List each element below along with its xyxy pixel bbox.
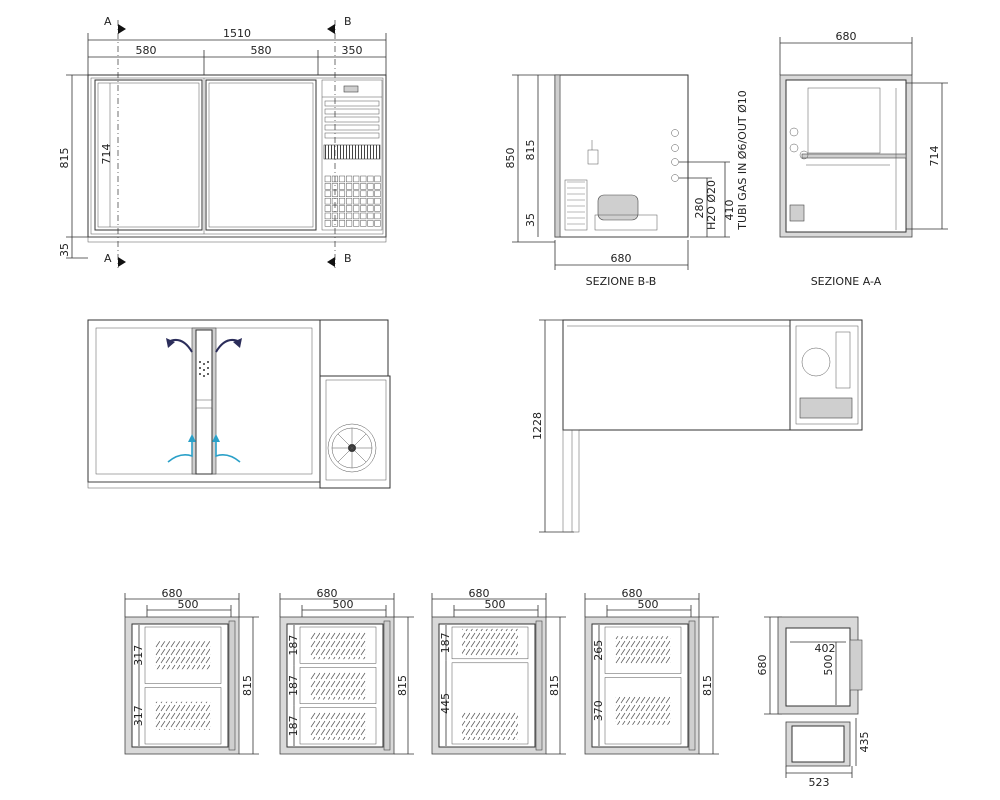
dim-config-inner: 500 — [333, 598, 354, 611]
dim-config-section: 187 — [287, 715, 300, 736]
section-b-b: 850 815 35 280 H2O Ø20 410 TUBI GAS I — [504, 74, 749, 288]
dim-drawer-depth: 680 — [756, 655, 769, 676]
dim-config-outer: 680 — [317, 587, 338, 600]
config-section: 187 — [439, 625, 529, 661]
dim-config-inner: 500 — [638, 598, 659, 611]
dim-drawer-inner-depth: 500 — [822, 655, 835, 676]
config-section: 187 — [287, 705, 377, 746]
dim-config-height: 815 — [396, 675, 409, 696]
config-section: 317 — [132, 685, 222, 746]
dim-config-outer: 680 — [622, 587, 643, 600]
dim-config-section: 187 — [287, 635, 300, 656]
dim-bb-overall: 850 — [504, 148, 517, 169]
dim-config-section: 370 — [592, 700, 605, 721]
dim-config-section: 317 — [132, 705, 145, 726]
config-section: 317 — [132, 625, 222, 686]
config-section: 187 — [287, 625, 377, 666]
dim-config-height: 815 — [548, 675, 561, 696]
section-mark-a-top: A — [104, 15, 112, 28]
dim-config-section: 445 — [439, 693, 452, 714]
dim-config-height: 815 — [241, 675, 254, 696]
dim-drawer-435: 435 — [858, 732, 871, 753]
dim-config-section: 187 — [439, 632, 452, 653]
dim-config-section: 317 — [132, 645, 145, 666]
dim-config-outer: 680 — [469, 587, 490, 600]
dim-aa-door: 714 — [928, 146, 941, 167]
dim-config-section: 265 — [592, 640, 605, 661]
dim-drawer-523: 523 — [809, 776, 830, 789]
dim-total-width: 1510 — [223, 27, 251, 40]
dim-height: 815 — [58, 148, 71, 169]
section-bb-caption: SEZIONE B-B — [586, 275, 657, 288]
dim-plinth: 35 — [58, 243, 71, 257]
config-section: 265 — [592, 625, 682, 676]
dim-config-inner: 500 — [178, 598, 199, 611]
config-section: 370 — [592, 675, 682, 746]
config-section: 445 — [439, 660, 529, 746]
dim-config-inner: 500 — [485, 598, 506, 611]
section-a-a: 680 714 SEZIONE A-A — [779, 30, 948, 288]
dim-door-left: 580 — [136, 44, 157, 57]
dim-drawer-inner-width: 402 — [815, 642, 836, 655]
internal-airflow-view — [87, 319, 391, 489]
dim-door-height: 714 — [100, 144, 113, 165]
dim-pipe-280: 280 — [693, 198, 706, 219]
section-mark-b-top: B — [344, 15, 352, 28]
section-aa-caption: SEZIONE A-A — [811, 275, 882, 288]
dim-config-outer: 680 — [162, 587, 183, 600]
dim-bb-plinth: 35 — [524, 213, 537, 227]
dim-config-height: 815 — [701, 675, 714, 696]
section-mark-a-bottom: A — [104, 252, 112, 265]
front-view: 1510 580 580 350 815 35 714 — [58, 15, 387, 268]
top-view: 1228 — [531, 319, 863, 533]
dim-water: H2O Ø20 — [705, 180, 718, 230]
dim-bb-body: 815 — [524, 140, 537, 161]
dim-gas: TUBI GAS IN Ø6/OUT Ø10 — [736, 90, 749, 231]
config-views: 6805008153173176805008151871871876805008… — [124, 587, 719, 755]
section-mark-b-bottom: B — [344, 252, 352, 265]
dim-aa-depth: 680 — [836, 30, 857, 43]
dim-bb-depth: 680 — [611, 252, 632, 265]
dim-top-length: 1228 — [531, 412, 544, 440]
dim-config-section: 187 — [287, 675, 300, 696]
dim-pipe-410: 410 — [723, 200, 736, 221]
config-section: 187 — [287, 665, 377, 706]
dim-unit: 350 — [342, 44, 363, 57]
drawer-view: 680 402 500 435 523 — [756, 616, 871, 789]
dim-door-right: 580 — [251, 44, 272, 57]
